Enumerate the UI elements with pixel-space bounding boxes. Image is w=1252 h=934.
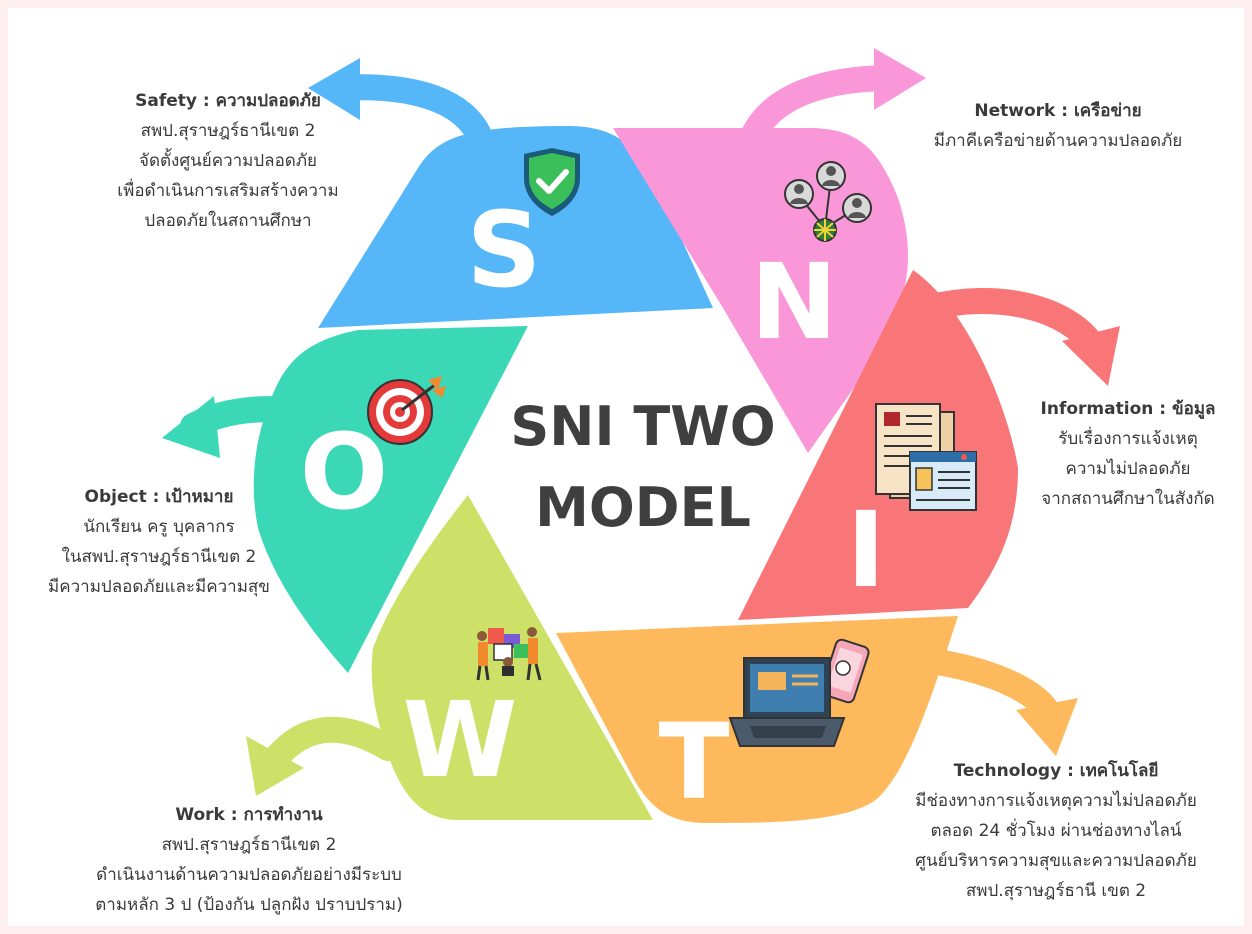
shield-check-icon — [524, 148, 580, 216]
teamwork-puzzle-icon — [476, 627, 542, 681]
object-line: นักเรียน ครู บุคลากร — [83, 517, 235, 537]
technology-line: สพป.สุราษฎร์ธานี เขต 2 — [965, 881, 1147, 901]
center-title-line-1: SNI TWO — [510, 395, 775, 458]
information-arrow — [915, 288, 1120, 386]
center-title-line-2: MODEL — [535, 476, 751, 539]
object-label: Object : เป้าหมาย นักเรียน ครู บุคลากร ใ… — [14, 482, 304, 602]
safety-line: ปลอดภัยในสถานศึกษา — [144, 211, 312, 231]
segment-letter-s: S — [467, 189, 542, 311]
technology-arrow — [930, 650, 1078, 756]
network-title: Network : เครือข่าย — [974, 101, 1142, 121]
safety-line: จัดตั้งศูนย์ความปลอดภัย — [138, 151, 317, 171]
object-line: ในสพป.สุราษฎร์ธานีเขต 2 — [61, 547, 257, 567]
segment-letter-n: N — [750, 241, 837, 363]
laptop-phone-icon — [728, 638, 870, 747]
documents-icon — [875, 403, 977, 511]
work-line: ดำเนินงานด้านความปลอดภัยอย่างมีระบบ — [96, 865, 402, 885]
information-label: Information : ข้อมูล รับเรื่องการแจ้งเหต… — [1018, 394, 1238, 514]
network-line: มีภาคีเครือข่ายด้านความปลอดภัย — [933, 131, 1183, 151]
network-label: Network : เครือข่าย มีภาคีเครือข่ายด้านค… — [908, 96, 1208, 156]
technology-label: Technology : เทคโนโลยี มีช่องทางการแจ้งเ… — [886, 756, 1226, 906]
segment-letter-t: T — [659, 701, 730, 823]
safety-line: เพื่อดำเนินการเสริมสร้างความ — [117, 181, 339, 201]
target-icon — [367, 376, 446, 445]
information-line: รับเรื่องการแจ้งเหตุ — [1058, 429, 1198, 449]
sni-two-model-diagram: S N I T W O — [162, 48, 1120, 823]
object-line: มีความปลอดภัยและมีความสุข — [48, 577, 270, 597]
segment-letter-i: I — [847, 489, 886, 611]
technology-line: มีช่องทางการแจ้งเหตุความไม่ปลอดภัย — [915, 791, 1197, 811]
infographic-canvas: S N I T W O — [8, 8, 1244, 926]
technology-line: ศูนย์บริหารความสุขและความปลอดภัย — [915, 851, 1197, 871]
work-label: Work : การทำงาน สพป.สุราษฎร์ธานีเขต 2 ดำ… — [64, 800, 434, 920]
work-title: Work : การทำงาน — [175, 805, 323, 825]
safety-line: สพป.สุราษฎร์ธานีเขต 2 — [140, 121, 316, 141]
object-title: Object : เป้าหมาย — [84, 487, 234, 507]
work-line: สพป.สุราษฎร์ธานีเขต 2 — [161, 835, 337, 855]
segment-o — [253, 326, 529, 673]
network-people-icon — [784, 161, 872, 242]
information-title: Information : ข้อมูล — [1040, 399, 1216, 419]
information-line: ความไม่ปลอดภัย — [1065, 459, 1191, 479]
segment-n — [613, 128, 908, 453]
information-line: จากสถานศึกษาในสังกัด — [1041, 489, 1215, 509]
safety-arrow — [308, 58, 491, 146]
work-line: ตามหลัก 3 ป (ป้องกัน ปลูกฝัง ปราบปราม) — [95, 895, 403, 915]
segment-s — [318, 126, 713, 328]
work-arrow — [246, 716, 401, 796]
technology-title: Technology : เทคโนโลยี — [953, 761, 1159, 781]
safety-title: Safety : ความปลอดภัย — [135, 91, 321, 111]
safety-label: Safety : ความปลอดภัย สพป.สุราษฎร์ธานีเขต… — [68, 86, 388, 236]
network-arrow — [740, 48, 926, 149]
technology-line: ตลอด 24 ชั่วโมง ผ่านช่องทางไลน์ — [930, 821, 1182, 841]
segment-letter-w: W — [403, 679, 518, 801]
